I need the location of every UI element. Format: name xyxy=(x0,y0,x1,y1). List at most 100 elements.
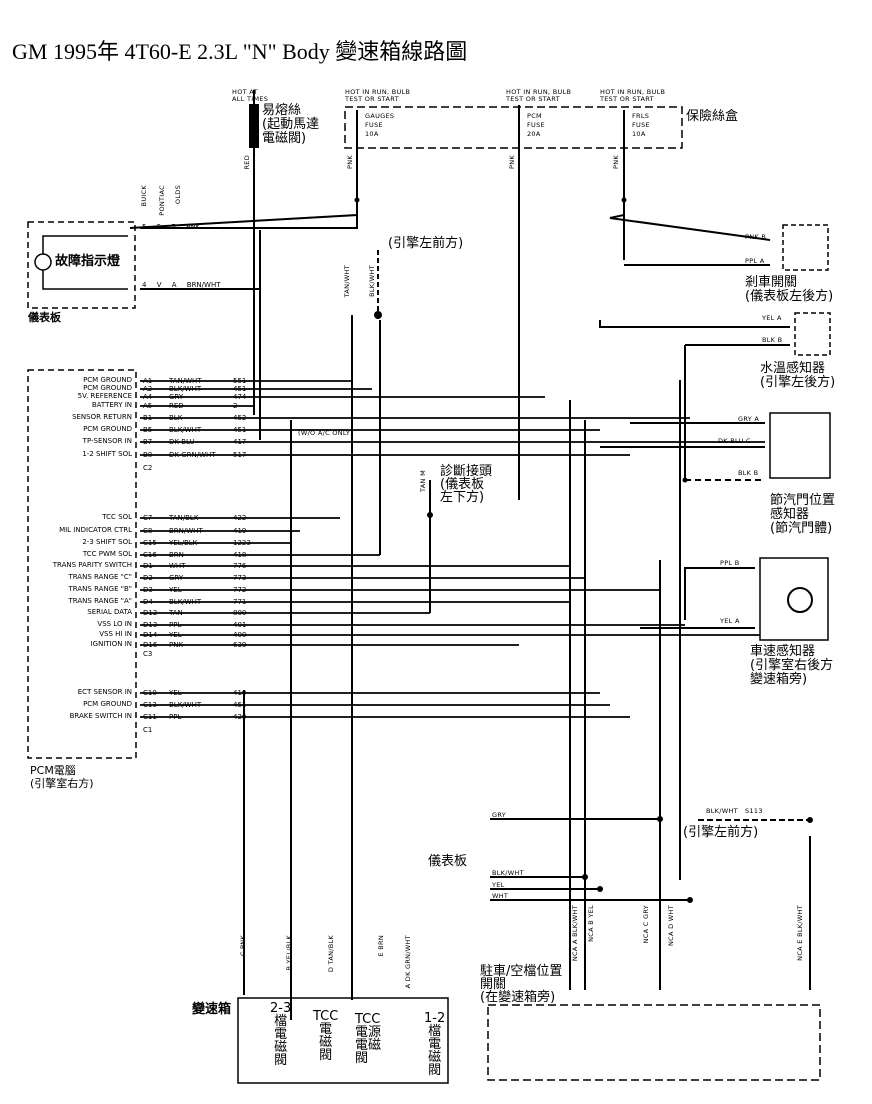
transaxle-pin: B YEL/BLK xyxy=(285,935,293,971)
transaxle-pin: E BRN xyxy=(377,935,385,957)
prnd-pin-pin: B xyxy=(587,919,595,925)
transaxle-pin: D TAN/BLK xyxy=(327,935,335,973)
pcm-pin-color: GRY xyxy=(169,574,184,582)
pcm-pin-color: BLK/WHT xyxy=(169,385,202,393)
ip-lower-wire-gry: GRY xyxy=(492,811,507,819)
pcm-pin-pin: C3 xyxy=(143,650,153,658)
ip-lower-wire-blkwht: BLK/WHT xyxy=(492,869,524,877)
pcm-pin-pin: C11 xyxy=(143,713,157,721)
pcm-pin-circuit: 451 xyxy=(233,385,247,393)
pcm-pin-pin: D16 xyxy=(143,641,158,649)
pcm-pin-function: SERIAL DATA xyxy=(87,608,132,616)
pcm-pin-circuit: 639 xyxy=(233,641,247,649)
pcm-pin-circuit: 420 xyxy=(233,713,247,721)
transaxle-pin-wire: BRN xyxy=(377,935,385,950)
splice-label: BLK/WHT S113 xyxy=(706,807,763,815)
fuse-pcm-wire: PNK xyxy=(508,155,516,169)
pcm-pin-function: TP-SENSOR IN xyxy=(82,437,132,445)
ect-wire-b: BLK B xyxy=(762,336,783,344)
prnd-pin-wire: BLK/WHT xyxy=(571,905,579,937)
prnd-pin-wire: GRY xyxy=(642,905,650,920)
pcm-pin-pin: D3 xyxy=(143,586,153,594)
pcm-pin-pin: B8 xyxy=(143,451,153,459)
pcm-pin-function: TRANS RANGE "B" xyxy=(68,585,132,593)
pcm-pin-pin: C10 xyxy=(143,689,157,697)
prnd-pin-wire: BLK/WHT xyxy=(796,905,804,937)
pcm-pin-color: YEL xyxy=(169,631,182,639)
pcm-pin-pin: C2 xyxy=(143,464,153,472)
pcm-pin-circuit: 451 xyxy=(233,701,247,709)
pcm-pin-row: C10 YEL 410 xyxy=(143,689,246,697)
coolant-sensor-label: 水溫感知器(引擎左後方) xyxy=(760,361,836,390)
prnd-pin: NCA A BLK/WHT xyxy=(571,905,579,961)
transaxle-pin-id: B xyxy=(285,965,293,971)
fuse-block-label: 保險絲盒 xyxy=(686,109,739,124)
pcm-pin-circuit: 410 xyxy=(233,689,247,697)
transaxle-pin-wire: YEL/BLK xyxy=(285,935,293,964)
pcm-pin-function: 2-3 SHIFT SOL xyxy=(82,538,132,546)
pcm-pin-color: BLK/WHT xyxy=(169,426,202,434)
prnd-switch-label: 駐車/空檔位置開關(在變速箱旁) xyxy=(480,964,563,1005)
pcm-pin-circuit: 451 xyxy=(233,426,247,434)
transaxle-pin-id: A xyxy=(404,983,412,989)
fuse-frls-wire: PNK xyxy=(612,155,620,169)
pcm-pin-color: BLK/WHT xyxy=(169,701,202,709)
pcm-pin-circuit: 1223 xyxy=(233,539,251,547)
pcm-pin-pin: C1 xyxy=(143,726,153,734)
pcm-pin-function: TRANS RANGE "C" xyxy=(68,573,132,581)
pcm-pin-circuit: 418 xyxy=(233,551,247,559)
pcm-box xyxy=(27,369,137,759)
pcm-pin-function: PCM GROUND xyxy=(83,425,132,433)
fuse-gauges-wire: PNK xyxy=(346,155,354,169)
pcm-pin-circuit: 776 xyxy=(233,562,247,570)
ip-lower-wire-wht: WHT xyxy=(492,892,509,900)
ip-row2: 4 V A BRN/WHT xyxy=(142,281,221,289)
pcm-pin-function: SENSOR RETURN xyxy=(72,413,132,421)
pcm-label: PCM電腦(引擎室右方) xyxy=(30,764,94,790)
pcm-pin-color: YEL xyxy=(169,586,182,594)
prnd-pin-pin: A xyxy=(571,939,579,945)
pcm-pin-color: BRN xyxy=(169,551,184,559)
pcm-pin-pin: A1 xyxy=(143,377,153,385)
transaxle-box xyxy=(237,997,449,1084)
pcm-pin-pin: D4 xyxy=(143,598,153,606)
pcm-pin-pin: C8 xyxy=(143,527,153,535)
pcm-pin-color: PNK xyxy=(169,641,184,649)
ground-location-note: (引擎左前方) xyxy=(388,236,464,251)
prnd-pin: NCA E BLK/WHT xyxy=(796,905,804,961)
instrument-panel-box xyxy=(27,221,136,309)
pcm-pin-function: BRAKE SWITCH IN xyxy=(69,712,132,720)
pcm-pin-row: C1 xyxy=(143,726,233,734)
pcm-pin-circuit: 400 xyxy=(233,631,247,639)
pcm-pin-color: YEL xyxy=(169,689,182,697)
transaxle-pin-wire: DK GRN/WHT xyxy=(404,935,412,982)
prnd-pin-pin: E xyxy=(796,939,804,944)
diag-connector-label: 診斷接頭(儀表板左下方) xyxy=(440,464,493,505)
pcm-pin-row: C11 PPL 420 xyxy=(143,713,246,721)
pcm-pin-pin: B7 xyxy=(143,438,153,446)
pcm-pin-pin: C13 xyxy=(143,701,157,709)
pcm-pin-function: 1-2 SHIFT SOL xyxy=(82,450,132,458)
transaxle-pin-id: D xyxy=(327,966,335,973)
pcm-pin-circuit: 417 xyxy=(233,438,247,446)
pcm-pin-function: IGNITION IN xyxy=(90,640,132,648)
pcm-pin-function: BATTERY IN xyxy=(91,401,132,409)
pcm-pin-circuit: 452 xyxy=(233,414,247,422)
vss-wire-a: YEL A xyxy=(720,617,740,625)
pcm-pin-color: BLK xyxy=(169,414,183,422)
pcm-pin-color: DK GRN/WHT xyxy=(169,451,216,459)
pcm-pin-circuit: 422 xyxy=(233,514,247,522)
pcm-pin-function: PCM GROUND xyxy=(83,384,132,392)
pcm-pin-color: PPL xyxy=(169,713,182,721)
tps-wire-b: BLK B xyxy=(738,469,759,477)
pcm-pin-function: PCM GROUND xyxy=(83,376,132,384)
